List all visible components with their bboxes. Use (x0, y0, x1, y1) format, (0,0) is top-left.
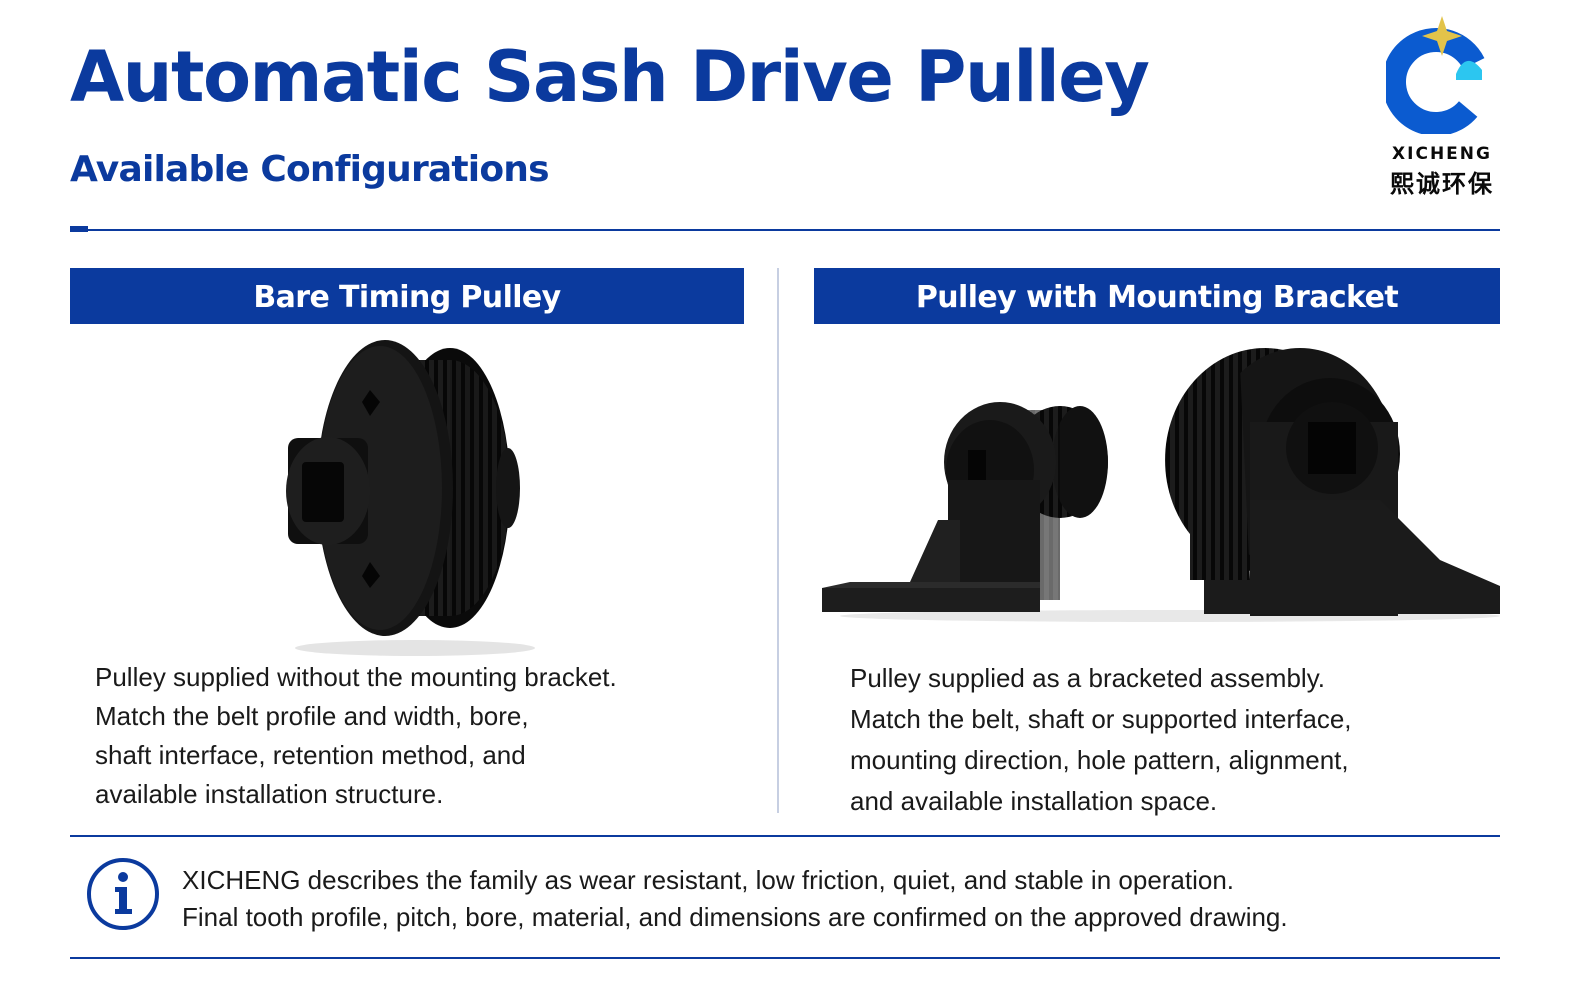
bare-timing-pulley-image (286, 340, 535, 656)
info-icon (87, 858, 159, 930)
note-line: XICHENG describes the family as wear res… (182, 865, 1235, 895)
bare-pulley-description: Pulley supplied without the mounting bra… (95, 658, 617, 814)
bracket-pulley-description: Pulley supplied as a bracketed assembly.… (850, 658, 1352, 822)
logo-brand-chinese: 熙诚环保 (1390, 170, 1494, 198)
description-line: mounting direction, hole pattern, alignm… (850, 745, 1349, 775)
description-line: available installation structure. (95, 779, 444, 809)
note-top-rule (70, 835, 1500, 837)
title-divider (70, 229, 1500, 231)
description-line: shaft interface, retention method, and (95, 740, 526, 770)
description-line: Match the belt, shaft or supported inter… (850, 704, 1352, 734)
panel-heading-bare-pulley: Bare Timing Pulley (70, 268, 744, 324)
note-line: Final tooth profile, pitch, bore, materi… (182, 902, 1288, 932)
description-line: and available installation space. (850, 786, 1218, 816)
logo-mark-icon (1386, 16, 1490, 134)
brand-logo: XICHENG 熙诚环保 (1372, 14, 1512, 198)
page-subtitle: Available Configurations (70, 149, 550, 190)
logo-brand-english: XICHENG (1392, 144, 1492, 164)
panel-divider (777, 268, 779, 813)
note-bottom-rule (70, 957, 1500, 959)
operation-note: XICHENG describes the family as wear res… (182, 862, 1288, 936)
description-line: Pulley supplied without the mounting bra… (95, 662, 617, 692)
description-line: Pulley supplied as a bracketed assembly. (850, 663, 1325, 693)
panel-heading-bracket-pulley: Pulley with Mounting Bracket (814, 268, 1500, 324)
description-line: Match the belt profile and width, bore, (95, 701, 529, 731)
pulley-bracket-assembly-image (822, 348, 1500, 622)
page-title: Automatic Sash Drive Pulley (70, 36, 1150, 118)
